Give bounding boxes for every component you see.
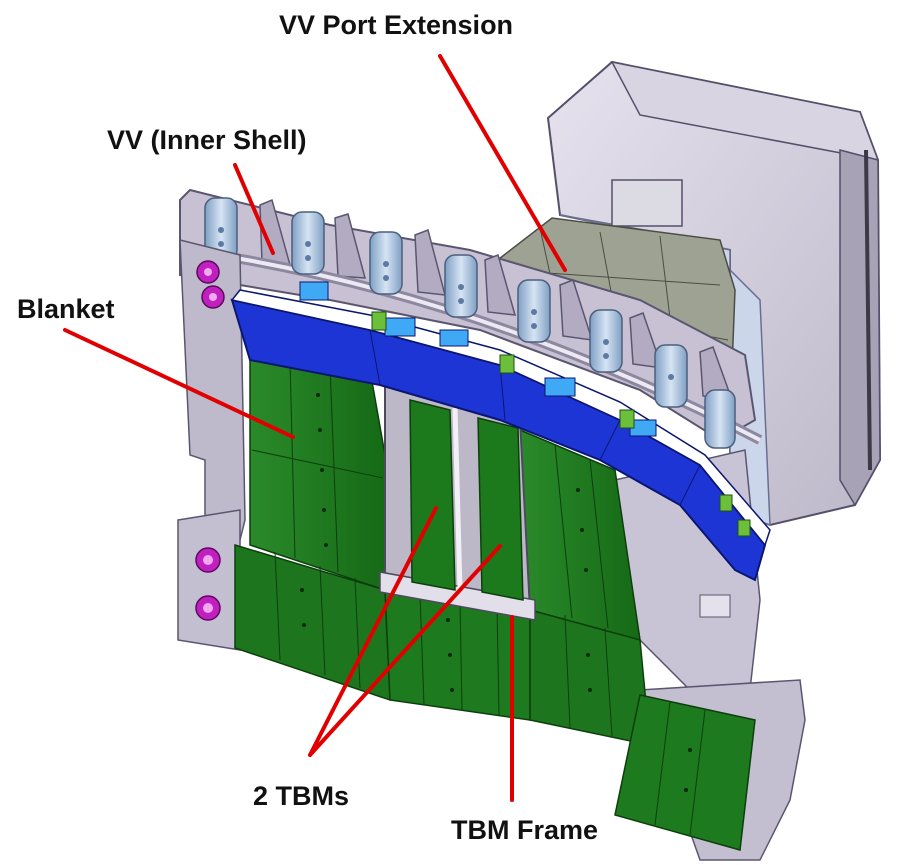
label-2-tbms: 2 TBMs: [253, 781, 350, 811]
label-tbm-frame: TBM Frame: [451, 815, 599, 845]
pipe-connectors: [195, 260, 225, 621]
leader-port-extension: [438, 54, 567, 272]
leader-tbm-2: [308, 544, 502, 757]
coolant-cylinders: [204, 197, 736, 449]
leader-blanket: [63, 328, 295, 439]
label-blanket: Blanket: [17, 294, 115, 324]
leader-tbm-1: [308, 506, 438, 757]
label-vv-port-extension: VV Port Extension: [279, 10, 514, 40]
vv-port-extension: [546, 60, 882, 527]
blanket-modules: [234, 354, 756, 851]
test-blanket-modules: [409, 399, 524, 601]
leader-lines: [63, 54, 567, 802]
leader-vv-inner-shell: [233, 163, 275, 255]
label-vv-inner-shell: VV (Inner Shell): [107, 125, 307, 155]
blue-manifold: [230, 281, 771, 582]
